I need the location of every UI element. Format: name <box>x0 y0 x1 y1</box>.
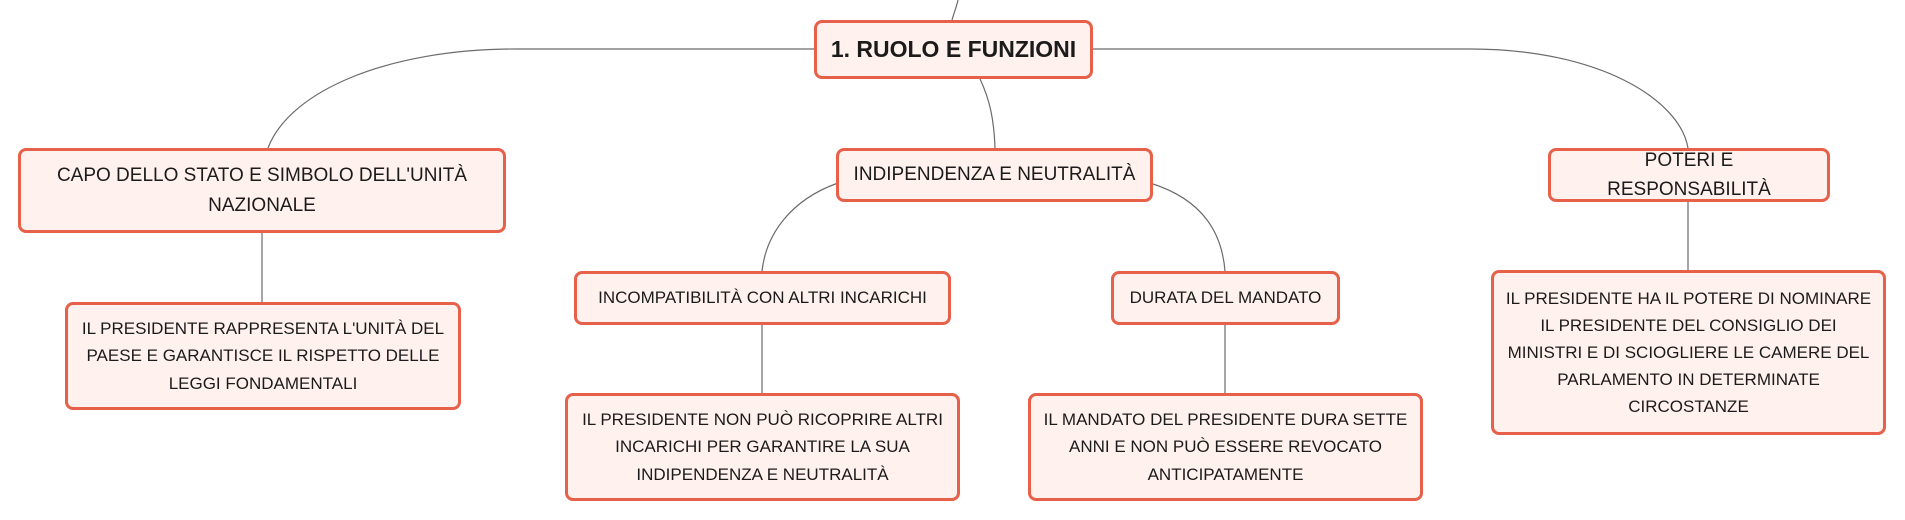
branch-poteri-node[interactable]: POTERI E RESPONSABILITÀ <box>1548 148 1830 202</box>
root-topic-node[interactable]: 1. RUOLO E FUNZIONI <box>814 20 1093 79</box>
connector-branch-2-child-b <box>1149 182 1226 272</box>
child-durata-mandato-node[interactable]: DURATA DEL MANDATO <box>1111 271 1340 325</box>
root-topic-label: 1. RUOLO E FUNZIONI <box>830 35 1077 62</box>
detail-text: IL MANDATO DEL PRESIDENTE DURA SETTE ANN… <box>1043 410 1408 484</box>
detail-poteri-node[interactable]: IL PRESIDENTE HA IL POTERE DI NOMINARE I… <box>1491 270 1886 435</box>
branch-label: CAPO DELLO STATO E SIMBOLO DELL'UNITÀ NA… <box>56 165 468 216</box>
detail-incompatibilita-node[interactable]: IL PRESIDENTE NON PUÒ RICOPRIRE ALTRI IN… <box>565 393 960 501</box>
branch-indipendenza-node[interactable]: INDIPENDENZA E NEUTRALITÀ <box>836 148 1153 202</box>
branch-label: POTERI E RESPONSABILITÀ <box>1607 149 1771 200</box>
detail-durata-mandato-node[interactable]: IL MANDATO DEL PRESIDENTE DURA SETTE ANN… <box>1028 393 1423 501</box>
child-label: DURATA DEL MANDATO <box>1129 287 1322 307</box>
child-label: INCOMPATIBILITÀ CON ALTRI INCARICHI <box>598 287 927 307</box>
child-incompatibilita-node[interactable]: INCOMPATIBILITÀ CON ALTRI INCARICHI <box>574 271 951 325</box>
connector-root-branch-1 <box>267 48 814 149</box>
connector-root-branch-2 <box>979 78 996 149</box>
connector-root-parent <box>951 0 959 21</box>
connector-root-branch-3 <box>1092 48 1689 149</box>
detail-text: IL PRESIDENTE NON PUÒ RICOPRIRE ALTRI IN… <box>582 410 943 484</box>
branch-label: INDIPENDENZA E NEUTRALITÀ <box>853 164 1136 186</box>
detail-text: IL PRESIDENTE HA IL POTERE DI NOMINARE I… <box>1505 288 1872 417</box>
detail-capo-dello-stato-node[interactable]: IL PRESIDENTE RAPPRESENTA L'UNITÀ DEL PA… <box>65 302 461 410</box>
branch-capo-dello-stato-node[interactable]: CAPO DELLO STATO E SIMBOLO DELL'UNITÀ NA… <box>18 148 506 233</box>
detail-text: IL PRESIDENTE RAPPRESENTA L'UNITÀ DEL PA… <box>81 319 445 393</box>
connector-branch-2-child-a <box>761 182 839 272</box>
